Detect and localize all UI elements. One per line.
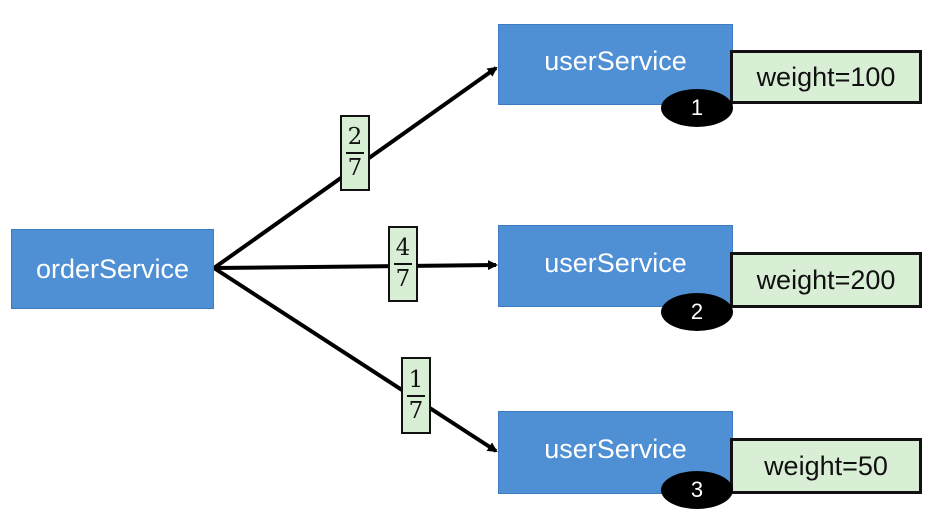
user-service-label-1: userService (544, 46, 687, 76)
weight-box-1: weight=100 (730, 50, 922, 104)
fraction-numerator-3: 1 (408, 366, 424, 393)
user-service-label-2: userService (544, 247, 687, 278)
fraction-denominator-2: 7 (395, 266, 411, 292)
fraction-bar-3 (407, 394, 425, 397)
index-badge-2: 2 (661, 293, 733, 331)
fraction-bar-2 (394, 263, 412, 265)
fraction-label-1: 2 7 (340, 115, 370, 191)
weight-label-1: weight=100 (756, 61, 896, 92)
order-service-label: orderService (35, 253, 190, 284)
edge-to-user-service-3 (212, 266, 498, 453)
index-badge-3: 3 (661, 471, 733, 509)
index-badge-1: 1 (661, 89, 733, 127)
user-service-label-3: userService (544, 434, 687, 464)
weight-label-3: weight=50 (764, 450, 888, 481)
index-badge-label-1: 1 (690, 95, 704, 120)
index-badge-label-3: 3 (690, 477, 704, 502)
weight-box-3: weight=50 (730, 438, 922, 494)
fraction-label-2: 4 7 (388, 226, 418, 302)
edge-to-user-service-2 (213, 260, 498, 271)
weight-label-2: weight=200 (756, 264, 896, 295)
weight-box-2: weight=200 (730, 252, 922, 308)
fraction-bar-1 (346, 152, 364, 154)
fraction-numerator-1: 2 (347, 124, 363, 150)
index-badge-label-2: 2 (690, 299, 704, 324)
fraction-label-3: 1 7 (401, 357, 431, 434)
fraction-denominator-3: 7 (408, 397, 424, 424)
fraction-numerator-2: 4 (395, 235, 411, 261)
fraction-denominator-1: 7 (347, 155, 363, 181)
order-service-node: orderService (11, 229, 214, 309)
